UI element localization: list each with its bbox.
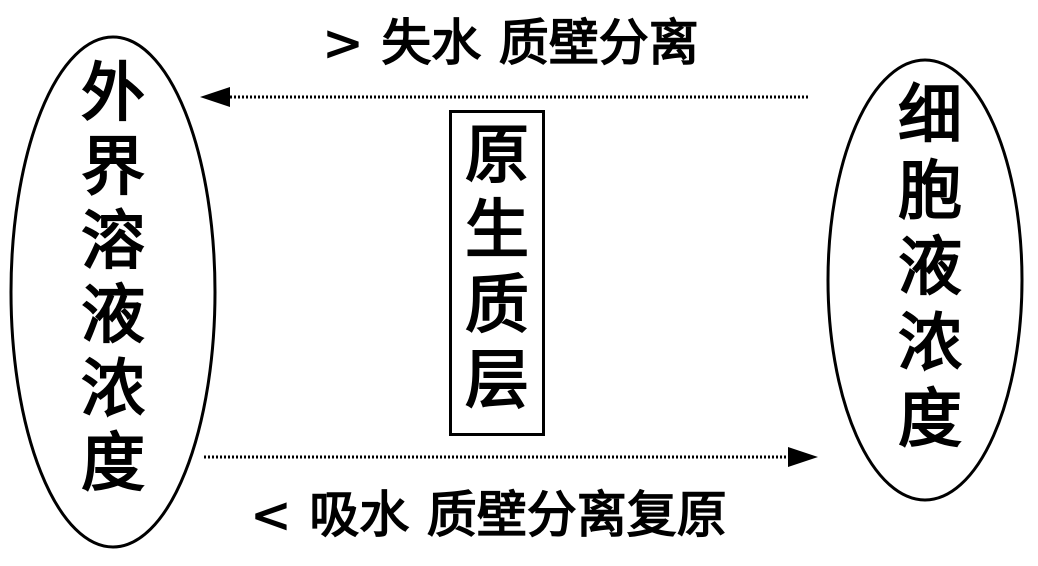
center-node-char: 质	[465, 268, 529, 343]
center-node-label: 原 生 质 层	[449, 124, 545, 424]
center-box	[449, 110, 545, 436]
left-node-char: 度	[81, 426, 145, 501]
right-node-char: 浓	[898, 306, 962, 381]
top-arrowhead	[200, 87, 230, 107]
left-ellipse	[9, 35, 217, 549]
left-node-char: 界	[81, 130, 145, 205]
left-node-char: 液	[81, 278, 145, 353]
center-node-char: 生	[465, 193, 529, 268]
left-node-char: 溶	[81, 204, 145, 279]
center-node-char: 原	[465, 118, 529, 193]
right-node-label: 细 胞 液 浓 度	[885, 84, 975, 464]
left-node-char: 外	[81, 56, 145, 131]
right-node-char: 液	[898, 230, 962, 305]
bottom-arrow-label: < 吸水 质壁分离复原	[250, 485, 727, 544]
top-arrow-label: > 失水 质壁分离	[322, 13, 699, 72]
center-node-char: 层	[465, 343, 529, 418]
right-node-char: 胞	[898, 154, 962, 229]
left-node-char: 浓	[81, 352, 145, 427]
bottom-arrowhead	[788, 447, 818, 467]
left-node-label: 外 界 溶 液 浓 度	[68, 62, 158, 506]
right-ellipse	[826, 58, 1024, 502]
right-node-char: 度	[898, 382, 962, 457]
right-node-char: 细	[898, 78, 962, 153]
